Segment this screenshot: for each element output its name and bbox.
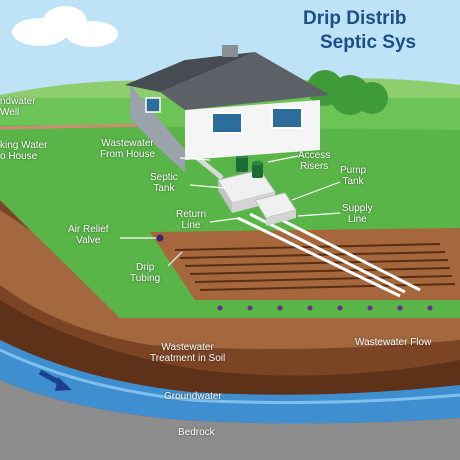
label-wastewater-from-house: Wastewater From House [100, 138, 156, 160]
cloud [12, 6, 118, 47]
label-pump-tank: Pump Tank [340, 165, 367, 187]
label-return-line: Return Line [176, 209, 207, 231]
label-groundwater: Groundwater [164, 391, 222, 402]
groundwater-highlight [0, 348, 460, 405]
label-drip-tubing: Drip Tubing [130, 262, 161, 284]
label-bedrock: Bedrock [178, 427, 215, 438]
groundwater-flow-arrow [38, 369, 72, 391]
pump-tank [254, 192, 297, 226]
well-water-line [0, 123, 151, 130]
label-septic-tank: Septic Tank [150, 172, 178, 194]
label-wastewater-treatment: Wastewater Treatment in Soil [150, 342, 226, 364]
emitter-drops [217, 305, 433, 311]
title-line-1: Drip Distrib [303, 8, 407, 29]
label-wastewater-flow: Wastewater Flow [355, 337, 432, 348]
soil-layer-dark [0, 300, 460, 395]
leader-lines [120, 155, 341, 267]
label-drinking-water: king Water o House [0, 140, 48, 162]
air-relief-valve-marker [156, 234, 164, 242]
bedrock-layer [0, 380, 460, 460]
house [125, 45, 330, 172]
label-air-relief-valve: Air Relief Valve [68, 224, 109, 246]
supply-return-lines [237, 208, 421, 298]
septic-tank [217, 169, 276, 213]
label-groundwater-well: ndwater Well [0, 96, 36, 118]
label-supply-line: Supply Line [342, 203, 373, 225]
access-risers [236, 153, 263, 178]
label-access-risers: Access Risers [298, 150, 331, 172]
title-line-2: Septic Sys [320, 32, 417, 53]
trees [307, 70, 388, 115]
